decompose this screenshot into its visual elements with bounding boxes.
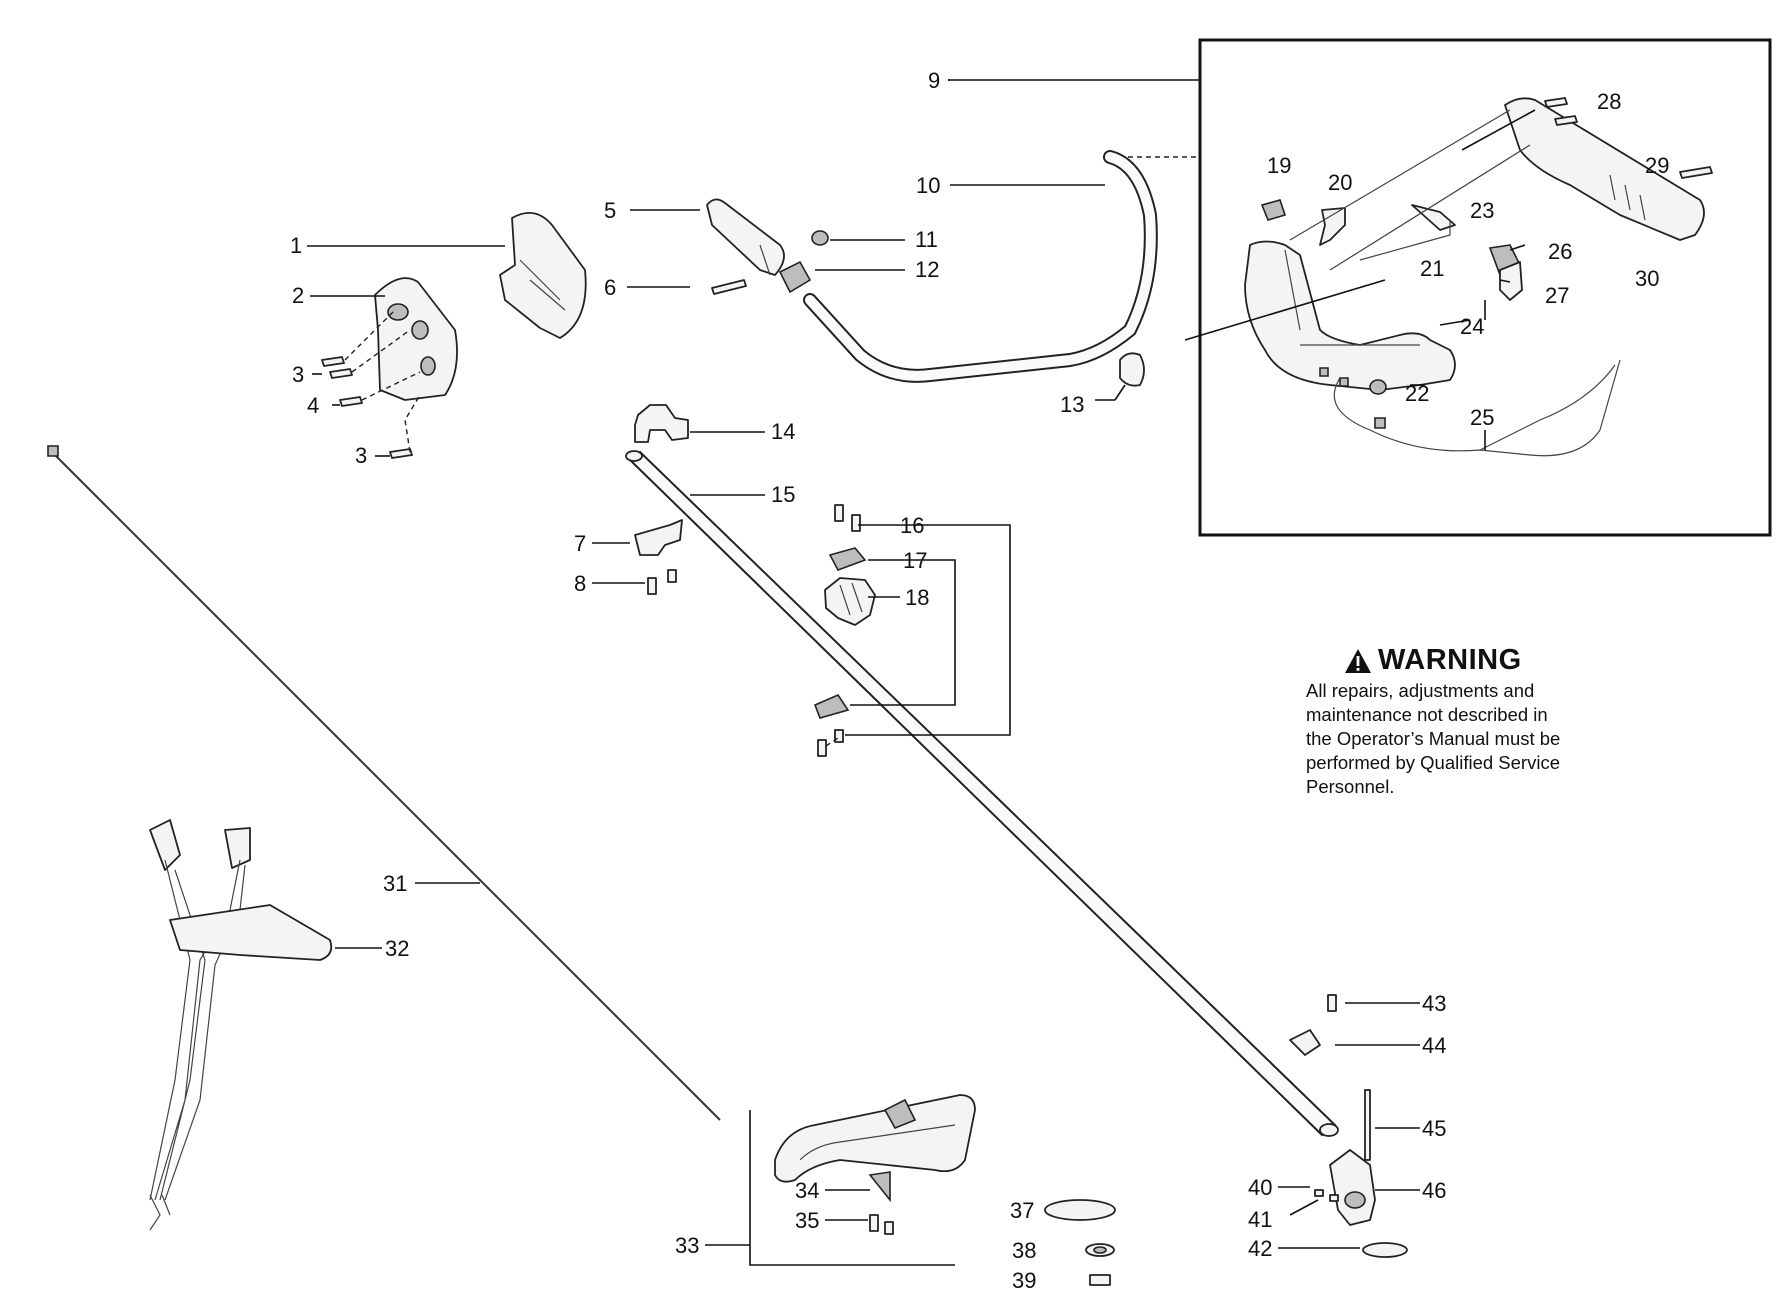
callout-32: 32 [385,936,409,961]
callout-26: 26 [1548,239,1572,264]
warning-title: WARNING [1344,644,1636,677]
callout-45: 45 [1422,1116,1446,1141]
throttle-bracket-part [828,547,867,571]
callout-20: 20 [1328,170,1352,195]
callout-14: 14 [771,419,795,444]
grip-screw-part [711,279,747,295]
drive-pin-45-part [1364,1089,1371,1161]
callout-21: 21 [1420,256,1444,281]
callout-33: 33 [675,1233,699,1258]
shaft-bracket-part [634,404,689,443]
callout-39: 39 [1012,1268,1036,1293]
knob-part [1119,352,1145,387]
warning-triangle-icon [1345,648,1371,673]
throttle-clamp-part [824,577,876,626]
callout-35: 35 [795,1208,819,1233]
callout-30: 30 [1635,266,1659,291]
callout-4: 4 [307,393,319,418]
shoulder-harness-part [149,819,333,1231]
callout-40: 40 [1248,1175,1272,1200]
callout-34: 34 [795,1178,819,1203]
callout-22: 22 [1405,381,1429,406]
warning-notice: WARNING All repairs, adjustments and mai… [1306,644,1636,799]
callout-15: 15 [771,482,795,507]
grip-clamp-part [778,260,812,294]
main-shaft-part [625,450,1339,1137]
callout-24: 24 [1460,314,1484,339]
callout-41: 41 [1248,1207,1272,1232]
callout-numbers: 1 2 3 4 3 5 6 9 10 11 12 13 14 15 7 8 16… [290,68,1669,1293]
nut-39-part [1089,1274,1111,1286]
callout-25: 25 [1470,405,1494,430]
callout-16: 16 [900,513,924,538]
rear-grip-handle-part [774,1094,976,1183]
callout-6: 6 [604,275,616,300]
callout-23: 23 [1470,198,1494,223]
bracket-34-part [868,1171,891,1203]
callout-44: 44 [1422,1033,1446,1058]
leader-lines [307,79,1536,1249]
callout-12: 12 [915,257,939,282]
clamp-half-part [634,519,683,556]
handle-assembly-inset-box [1198,38,1772,537]
rear-handle-assembly [1244,97,1705,457]
warning-body-text: All repairs, adjustments and maintenance… [1306,680,1561,797]
front-grip-part [706,198,785,276]
callout-31: 31 [383,871,407,896]
callout-29: 29 [1645,153,1669,178]
clamp-44-part [1289,1029,1321,1056]
callout-11: 11 [915,227,938,252]
callout-19: 19 [1267,153,1291,178]
clamp-screws-part [647,569,677,595]
callout-2: 2 [292,283,304,308]
callout-18: 18 [905,585,929,610]
callout-9: 9 [928,68,940,93]
grip-nut-part [811,230,829,246]
washer-37-part [1044,1199,1116,1221]
loop-handle-part [803,150,1158,383]
washer-42-part [1362,1242,1408,1258]
callout-27: 27 [1545,283,1569,308]
callout-3a: 3 [292,362,304,387]
callout-42: 42 [1248,1236,1272,1261]
callout-5: 5 [604,198,616,223]
callout-13: 13 [1060,392,1084,417]
callout-43: 43 [1422,991,1446,1016]
callout-8: 8 [574,571,586,596]
callout-17: 17 [903,548,927,573]
warning-title-text: WARNING [1378,644,1522,676]
callout-7: 7 [574,531,586,556]
shield-plate-part [374,277,458,401]
callout-38: 38 [1012,1238,1036,1263]
callout-46: 46 [1422,1178,1446,1203]
callout-1: 1 [290,233,302,258]
callout-37: 37 [1010,1198,1034,1223]
screw-43-part [1327,994,1337,1012]
callout-10: 10 [916,173,940,198]
gearhead-46-part [1329,1149,1376,1226]
shield-cover-part [499,211,587,339]
callout-3c: 3 [355,443,367,468]
callout-28: 28 [1597,89,1621,114]
drive-shaft-rod-part [49,449,721,1121]
screws-3-4 [321,309,421,459]
